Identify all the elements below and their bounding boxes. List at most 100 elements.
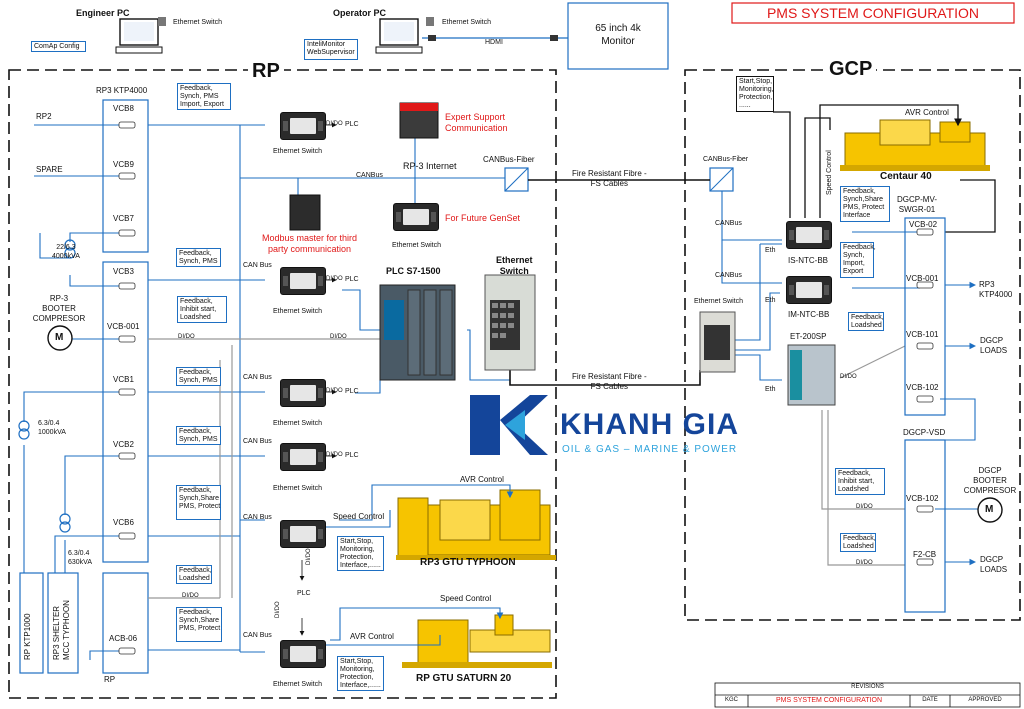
start-line-2: Monitoring, [340, 666, 375, 673]
rp-controller-typhoon [280, 520, 326, 548]
title-box [731, 2, 1015, 24]
logo-tagline: OIL & GAS – MARINE & POWER [562, 444, 738, 455]
engineer-pc-icon [115, 18, 163, 54]
rp-controller-vcb1 [280, 379, 326, 407]
hdmi-plug-icon [550, 35, 558, 41]
rp3-internet-label: RP-3 Internet [403, 161, 457, 171]
gcp-breaker-icons [916, 228, 934, 566]
rp3-ktp4000-label: RP3 KTP4000 [96, 86, 148, 95]
hdmi-label: HDMI [485, 39, 503, 46]
dgcp-vsd-label: DGCP-VSD [903, 428, 946, 437]
fire-resistant-label: Fire Resistant Fibre - FS Cables [572, 372, 647, 392]
gcp-network-lines [721, 191, 978, 566]
start-line-4: Interface,...... [340, 562, 381, 569]
dido-label: DI/DO [326, 121, 343, 127]
gcp-motor-icon [977, 497, 1003, 523]
gcp-control-lines [773, 104, 996, 233]
ethernet-switch-label: Ethernet Switch [173, 19, 223, 26]
tx3-rating: 6.3/0.4 [68, 550, 90, 557]
dido-label: DI/DO [178, 334, 195, 340]
avr-control-label: AVR Control [350, 632, 394, 641]
eth-label: Eth [765, 297, 776, 304]
dido-label: DI/DO [856, 504, 873, 510]
rp-feedback-box-4: Feedback, Synch, PMS [176, 367, 221, 386]
start-line-1: Start,Stop, [739, 78, 773, 85]
transformer-icons [18, 239, 76, 533]
websupervisor-label: WebSupervisor [307, 49, 355, 56]
ethernet-switch-label: Ethernet Switch [442, 19, 492, 26]
ethernet-switch-label: Ethernet Switch [694, 298, 744, 305]
canbus-label: CAN Bus [243, 262, 272, 269]
saturn-label: RP GTU SATURN 20 [416, 673, 512, 684]
rp-gtu-saturn-20-icon [402, 614, 552, 668]
rp-start-stop-box: Start,Stop, Monitoring, Protection, Inte… [337, 536, 384, 571]
gcp-start-stop-box: Start,Stop, Monitoring, Protection, ....… [736, 76, 774, 112]
eth-label: Eth [765, 247, 776, 254]
centaur-40-icon [840, 119, 990, 171]
dido-label: DI/DO [275, 601, 281, 618]
rp3-shelter-box [47, 572, 79, 674]
gcp-booster-line-1: DGCP [978, 466, 1002, 475]
start-line-1: Start,Stop, [340, 538, 374, 545]
breaker-icons [118, 121, 136, 655]
avr-control-label: AVR Control [905, 108, 949, 117]
ethernet-switch-label: Ethernet Switch [273, 308, 323, 315]
rp-main-panel [102, 261, 149, 563]
start-line-3: Protection, [340, 674, 374, 681]
plc-s7-1500 [379, 284, 456, 381]
intelimonitor-box: InteliMonitor WebSupervisor [304, 39, 358, 60]
rp-feedback-box-2: Feedback, Synch, PMS [176, 248, 221, 267]
revisions-title: PMS SYSTEM CONFIGURATION [775, 697, 883, 704]
dgcp-vsd-panel [904, 439, 946, 613]
typhoon-label: RP3 GTU TYPHOON [420, 557, 516, 568]
rp-ktp1000-box [19, 572, 44, 674]
monitor-box [567, 2, 669, 70]
monitor-line-1: 65 inch 4k [595, 23, 641, 34]
hdmi-plug-icon [428, 35, 436, 41]
et-200sp [787, 344, 836, 406]
tx1-power: 4000kVA [52, 253, 80, 260]
comap-config-box: ComAp Config [31, 41, 86, 52]
rp-controller-saturn [280, 640, 326, 668]
rp2-label: RP2 [36, 112, 52, 121]
rp-booster-line-1: RP-3 [49, 294, 69, 303]
eth-label: Eth [765, 386, 776, 393]
expert-support-label: Expert Support Communication [445, 112, 508, 134]
dgcp-loads-line-1: DGCP [980, 336, 1004, 345]
speed-control-label: Speed Control [333, 512, 385, 521]
canbus-label: CAN Bus [243, 632, 272, 639]
operator-pc-icon [375, 18, 423, 54]
revisions-date: DATE [922, 697, 938, 703]
ethernet-switch-label: Ethernet Switch [392, 242, 442, 249]
ethernet-switch-label: Ethernet Switch [273, 148, 323, 155]
start-line-2: Monitoring, [340, 546, 375, 553]
canbus-label: CANBus [356, 172, 383, 179]
tx3-label: 6.3/0.4 630kVA [68, 549, 92, 567]
rp3-internet-device [399, 102, 439, 139]
rp-booster-line-3: COMPRESOR [32, 314, 86, 323]
rp-acb-panel [102, 572, 149, 674]
gcp-booster-line-2: BOOTER [973, 476, 1007, 485]
speed-control-label: Speed Control [440, 594, 492, 603]
modbus-line-2: party communication [268, 244, 352, 254]
ethernet-switch-label: Ethernet Switch [273, 485, 323, 492]
plc-label: PLC [345, 452, 359, 459]
dido-label: DI/DO [326, 276, 343, 282]
start-line-2: Monitoring, [739, 86, 774, 93]
modbus-line-1: Modbus master for third [262, 233, 358, 243]
revisions-kgc: KGC [724, 697, 738, 703]
ethernet-switch-big-label: Ethernet Switch [496, 255, 533, 277]
rp-network-lines [148, 124, 511, 653]
start-line-3: Protection, [739, 94, 773, 101]
khanh-gia-logo [470, 395, 548, 455]
dgcp-loads-line-2: LOADS [980, 565, 1008, 574]
avr-control-label: AVR Control [460, 475, 504, 484]
dido-label: DI/DO [326, 452, 343, 458]
vcb7-label: VCB7 [113, 214, 134, 223]
vcb8-label: VCB8 [113, 104, 134, 113]
gcp-feedback-box-3: Feedback, Loadshed [848, 312, 884, 331]
future-genset-controller [393, 203, 439, 231]
ethernet-switch-big-line-2: Switch [499, 266, 529, 276]
rp3-line-1: RP3 [979, 280, 995, 289]
vcb2-label: VCB2 [113, 440, 134, 449]
